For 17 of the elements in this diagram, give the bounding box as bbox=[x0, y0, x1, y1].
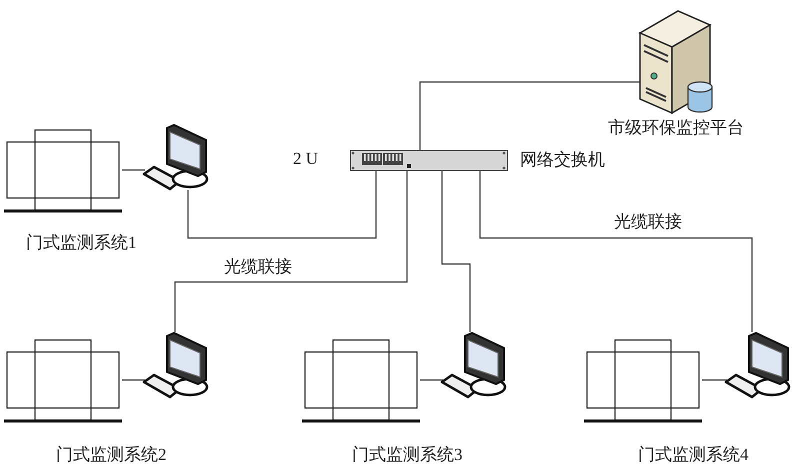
cable-line bbox=[420, 379, 443, 381]
size-label: 2 U bbox=[293, 149, 318, 169]
device-label: 网络交换机 bbox=[520, 150, 605, 170]
system-label: 门式监测系统1 bbox=[26, 233, 136, 253]
cable-line bbox=[479, 171, 753, 332]
cable-line bbox=[441, 171, 471, 332]
edge-label: 光缆联接 bbox=[222, 257, 294, 277]
edge-label: 光缆联接 bbox=[612, 212, 684, 232]
system-label: 门式监测系统2 bbox=[56, 445, 166, 465]
cable-line bbox=[122, 169, 145, 171]
system-label: 门式监测系统4 bbox=[638, 445, 748, 465]
system-label: 市级环保监控平台 bbox=[608, 118, 744, 138]
cable-line bbox=[174, 171, 408, 332]
cable-line bbox=[187, 171, 377, 239]
cable-line bbox=[702, 379, 727, 381]
system-label: 门式监测系统3 bbox=[352, 445, 462, 465]
cable-line bbox=[122, 379, 145, 381]
